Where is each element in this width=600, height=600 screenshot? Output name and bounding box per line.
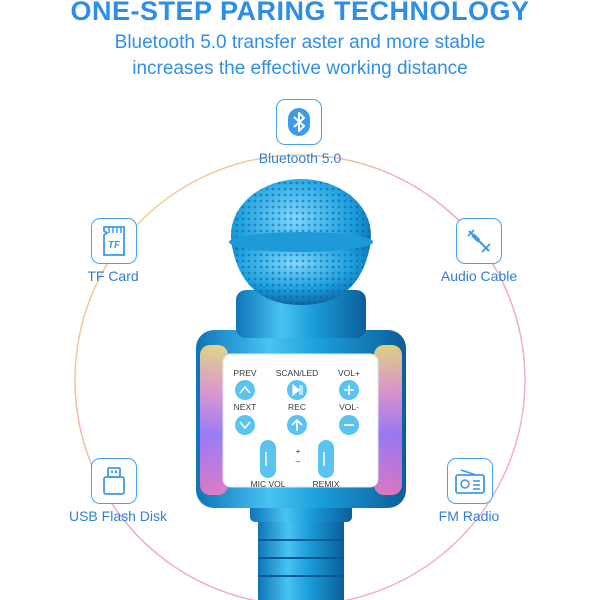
tf-icon-text: TF [108,240,121,251]
audio-cable-icon [456,218,502,264]
audio-cable-label: Audio Cable [440,268,518,284]
next-label: NEXT [233,402,257,412]
vol-plus-label: VOL+ [338,368,360,378]
tf-card-icon: TF [91,218,137,264]
remix-label: REMIX [312,479,340,489]
bluetooth-label: Bluetooth 5.0 [258,150,342,166]
fm-radio-label: FM Radio [438,508,500,524]
usb-flash-label: USB Flash Disk [68,508,168,524]
bluetooth-icon [276,99,322,145]
usb-flash-icon [91,458,137,504]
fm-radio-icon [447,458,493,504]
vol-minus-label: VOL- [339,402,359,412]
subtitle-line-1: Bluetooth 5.0 transfer aster and more st… [114,32,486,53]
prev-label: PREV [233,368,257,378]
mic-vol-label: MIC VOL [250,479,286,489]
rec-label: REC [288,402,306,412]
plus-label: + [295,446,301,456]
scan-led-label: SCAN/LED [275,368,319,378]
subtitle-line-2: increases the effective working distance [132,58,468,79]
minus-label: – [295,456,301,466]
page-title: ONE-STEP PARING TECHNOLOGY [70,0,530,26]
tf-card-label: TF Card [87,268,139,284]
